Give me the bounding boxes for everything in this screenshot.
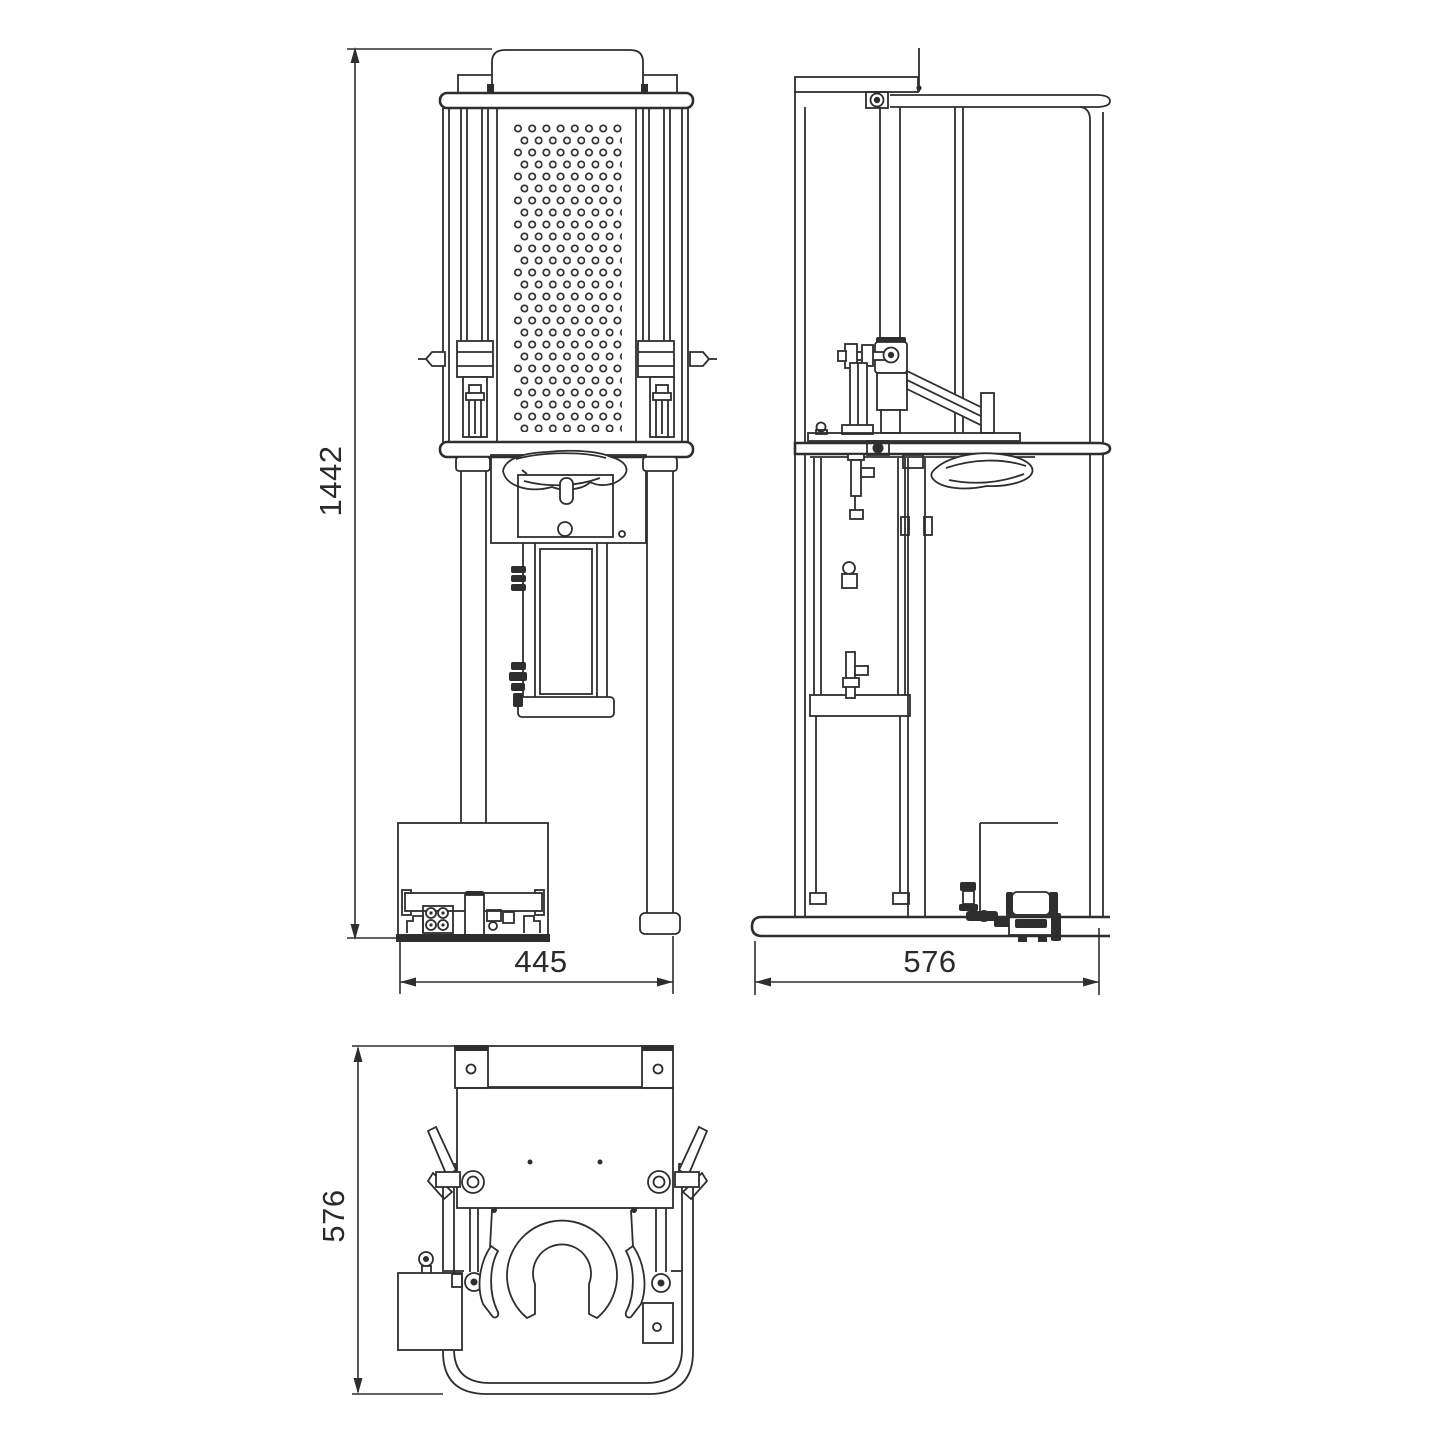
side-view: 576 — [750, 48, 1112, 995]
cage-top-cap — [457, 49, 678, 93]
front-width-label: 445 — [514, 944, 567, 979]
control-plate — [517, 474, 626, 538]
perforated-panel — [496, 108, 637, 442]
side-valve-top — [847, 453, 875, 520]
top-right-tab — [642, 1302, 674, 1344]
top-plate — [454, 1045, 674, 1209]
side-frame — [794, 48, 1111, 917]
lower-valve-fitting — [509, 662, 527, 707]
cage-body — [418, 91, 717, 459]
front-view: 1442 — [313, 47, 717, 994]
front-column — [396, 449, 681, 942]
side-pump-assembly — [959, 822, 1061, 942]
left-lever — [426, 1125, 458, 1201]
side-cylinder-arm — [815, 337, 995, 435]
bottle-clamp-side — [902, 452, 1034, 490]
front-height-label: 1442 — [313, 446, 348, 517]
pump-motor — [1006, 891, 1061, 942]
top-depth-dimension: 576 — [316, 1045, 455, 1395]
base-box — [396, 822, 550, 942]
pump-valve-cluster — [422, 905, 454, 934]
neck-clamp — [478, 1219, 646, 1320]
side-base-plate — [750, 915, 1110, 938]
left-knob-assembly — [418, 340, 494, 438]
top-depth-label: 576 — [316, 1189, 351, 1242]
u-handle-frame — [435, 1171, 700, 1395]
front-height-dimension: 1442 — [313, 47, 492, 940]
side-valve-mid — [841, 561, 858, 589]
right-knob-assembly — [637, 340, 717, 438]
side-depth-label: 576 — [903, 944, 956, 979]
upper-valve-fitting — [511, 566, 526, 591]
side-depth-dimension: 576 — [754, 928, 1100, 995]
lower-cylinder — [509, 543, 615, 718]
top-side-box — [397, 1251, 463, 1351]
side-divider — [793, 432, 1112, 458]
side-column-box — [809, 453, 933, 917]
front-width-dimension: 445 — [399, 936, 674, 994]
side-valve-low — [842, 651, 869, 699]
top-view: 576 — [316, 1045, 709, 1395]
